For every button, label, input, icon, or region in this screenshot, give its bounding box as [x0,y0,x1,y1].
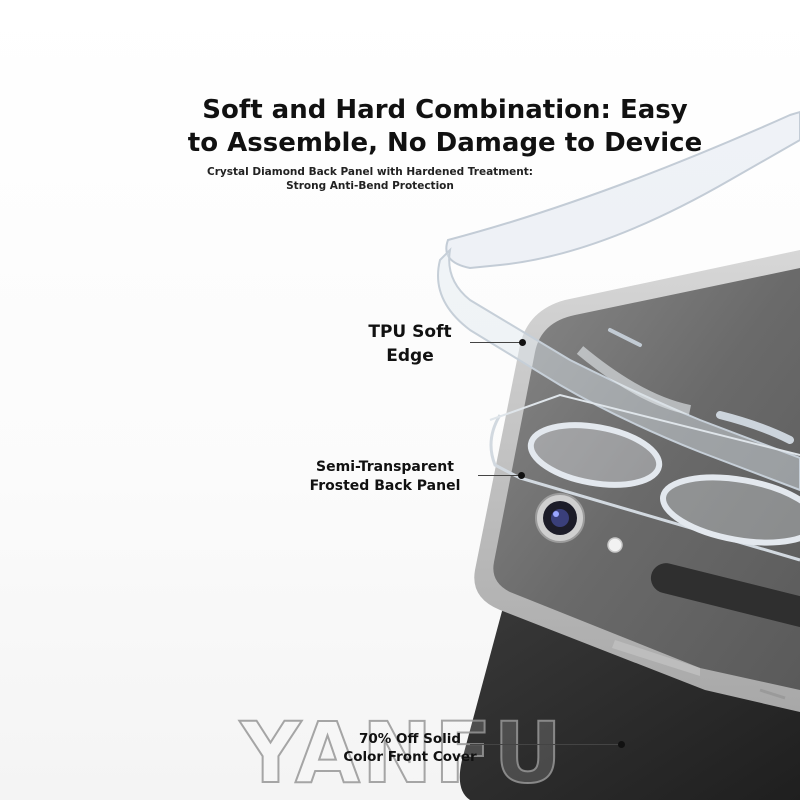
callout-back-leader [478,475,522,476]
callout-tpu-line-1: TPU Soft [368,322,452,342]
callout-back-line-2: Frosted Back Panel [309,478,461,494]
callout-cover-line-1: 70% Off Solid [358,731,462,747]
subtitle: Crystal Diamond Back Panel with Hardened… [0,165,740,193]
camera-lens-icon [535,493,585,543]
brand-watermark: YANFU [239,704,564,800]
callout-tpu-line-2: Edge [386,346,434,366]
callout-cover-dot [618,741,625,748]
subtitle-line-1: Crystal Diamond Back Panel with Hardened… [207,166,533,178]
flash-icon [607,537,623,553]
callout-tpu-leader [470,342,522,343]
callout-back-line-1: Semi-Transparent [316,459,454,475]
callout-cover-leader [470,744,620,745]
callout-tpu-edge: TPU Soft Edge [330,320,490,368]
callout-back-panel: Semi-Transparent Frosted Back Panel [280,458,490,496]
title-line-1: Soft and Hard Combination: Easy [202,95,688,125]
callout-tpu-dot [519,339,526,346]
clear-case [437,110,800,562]
page-title: Soft and Hard Combination: Easy to Assem… [0,94,800,160]
title-line-2: to Assemble, No Damage to Device [187,128,703,158]
callout-cover-line-2: Color Front Cover [343,749,477,765]
subtitle-line-2: Strong Anti-Bend Protection [286,180,454,192]
callout-back-dot [518,472,525,479]
callout-front-cover: 70% Off Solid Color Front Cover [310,730,510,766]
